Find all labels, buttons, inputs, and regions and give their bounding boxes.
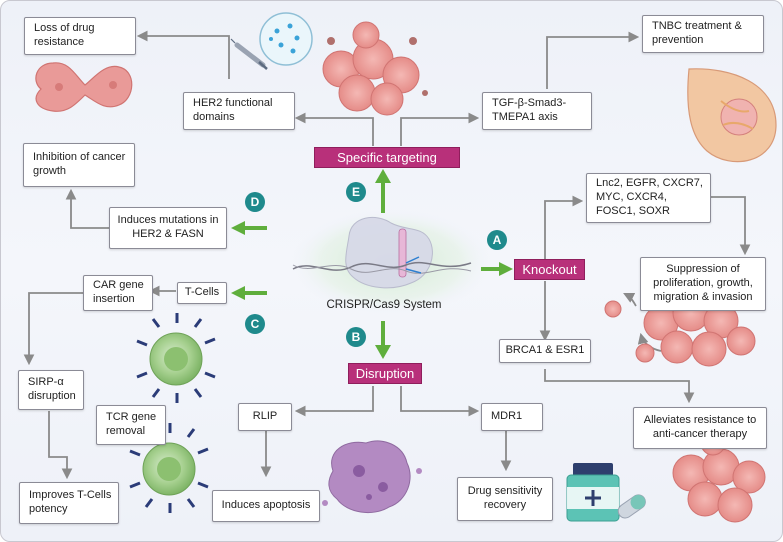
knockout-genes-box: Lnc2, EGFR, CXCR7, MYC, CXCR4, FOSC1, SO… xyxy=(586,173,711,223)
mdr1-box: MDR1 xyxy=(481,403,543,431)
alleviates-resistance-box: Alleviates resistance to anti-cancer the… xyxy=(633,407,767,449)
marker-b: B xyxy=(346,327,366,347)
disruption-label: Disruption xyxy=(348,363,422,384)
tcr-gene-removal-box: TCR gene removal xyxy=(96,405,166,445)
improves-t-cells-box: Improves T-Cells potency xyxy=(19,482,119,524)
t-cell-icon-top xyxy=(136,313,216,403)
dividing-cancer-cell-icon xyxy=(35,62,133,112)
specific-targeting-label: Specific targeting xyxy=(314,147,460,168)
marker-e: E xyxy=(346,182,366,202)
marker-a: A xyxy=(487,230,507,250)
induces-mutations-box: Induces mutations in HER2 & FASN xyxy=(109,207,227,249)
medicine-bottle-icon xyxy=(566,463,646,522)
sirp-alpha-disruption-box: SIRP-α disruption xyxy=(18,370,84,410)
apoptotic-cell-icon xyxy=(322,440,422,514)
knockout-label: Knockout xyxy=(514,259,585,280)
t-cells-box: T-Cells xyxy=(177,282,227,304)
t-cell-icon-bottom xyxy=(129,423,209,513)
breast-anatomy-icon xyxy=(687,68,777,163)
rlip-box: RLIP xyxy=(238,403,292,431)
her2-functional-domains-box: HER2 functional domains xyxy=(183,92,295,130)
crispr-system-label: CRISPR/Cas9 System xyxy=(326,299,442,311)
crispr-cas9-icon xyxy=(292,216,472,289)
suppression-box: Suppression of proliferation, growth, mi… xyxy=(640,257,766,311)
loss-of-drug-resistance-box: Loss of drug resistance xyxy=(24,17,136,55)
syringe-icon xyxy=(230,12,313,70)
drug-sensitivity-recovery-box: Drug sensitivity recovery xyxy=(457,477,553,521)
green-arrows xyxy=(231,169,513,359)
tumor-cluster-top-icon xyxy=(322,21,428,116)
brca1-esr1-box: BRCA1 & ESR1 xyxy=(499,339,591,363)
tgf-beta-axis-box: TGF-β-Smad3-TMEPA1 axis xyxy=(482,92,592,130)
car-gene-insertion-box: CAR gene insertion xyxy=(83,275,153,311)
marker-c: C xyxy=(245,314,265,334)
tnbc-treatment-box: TNBC treatment & prevention xyxy=(642,15,764,53)
induces-apoptosis-box: Induces apoptosis xyxy=(212,490,320,522)
marker-d: D xyxy=(245,192,265,212)
inhibition-cancer-growth-box: Inhibition of cancer growth xyxy=(23,143,135,187)
